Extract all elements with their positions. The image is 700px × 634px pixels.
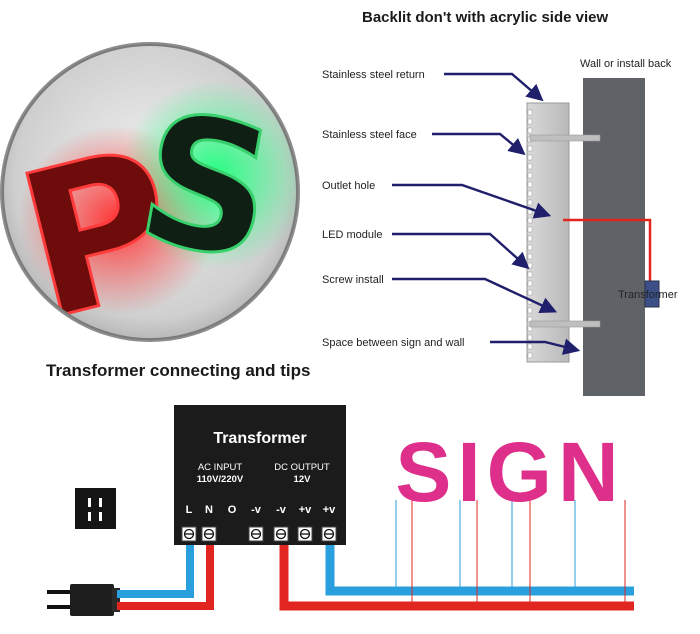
led-tick [527, 226, 533, 233]
power-wire [563, 218, 652, 282]
led-tick [527, 343, 533, 350]
led-tick [527, 244, 533, 251]
dc-output-value: 12V [294, 474, 312, 485]
sign-leads [395, 500, 626, 606]
wire-dc-positive [325, 545, 634, 596]
terminal-screws [181, 526, 337, 542]
ac-input-title: AC INPUT [198, 462, 243, 473]
wire-dc-negative [279, 545, 634, 611]
led-tick [527, 190, 533, 197]
transformer-title: Transformer [213, 430, 306, 447]
led-tick [527, 109, 533, 116]
sign-body [526, 102, 570, 363]
wiring-diagram [47, 405, 634, 616]
transformer-side-label: Transformer [618, 289, 678, 301]
wire-ac-neutral [117, 545, 214, 610]
led-tick [527, 280, 533, 287]
wires [117, 545, 634, 611]
screw-head [323, 528, 335, 540]
callout-outlet-hole: Outlet hole [322, 180, 375, 192]
led-tick [527, 118, 533, 125]
standoff-top [529, 134, 601, 142]
wall [583, 78, 645, 396]
tips-title: Transformer connecting and tips [46, 361, 311, 380]
led-tick [527, 352, 533, 359]
screw-head [275, 528, 287, 540]
letter-s: S [125, 73, 289, 301]
sign-word: SIGN [395, 425, 624, 519]
side-view [392, 72, 660, 396]
dc-output-title: DC OUTPUT [274, 462, 330, 473]
side-view-title: Backlit don't with acrylic side view [362, 9, 609, 26]
callout-screw-install: Screw install [322, 274, 384, 286]
led-tick [527, 154, 533, 161]
transformer-block [644, 280, 660, 308]
led-tick [527, 145, 533, 152]
led-tick [527, 235, 533, 242]
led-tick [527, 271, 533, 278]
led-modules [527, 109, 533, 359]
terminal-label-pos-2: +v [323, 504, 336, 516]
led-tick [527, 181, 533, 188]
callout-led-module: LED module [322, 229, 383, 241]
wall-label: Wall or install back [580, 58, 672, 70]
terminal-label-neg-1: -v [251, 504, 262, 516]
terminal-label-pos-1: +v [299, 504, 312, 516]
screw-head [183, 528, 195, 540]
screw-head [250, 528, 262, 540]
terminal-label-neg-2: -v [276, 504, 287, 516]
wire-ac-line [117, 545, 194, 598]
transformer-box [174, 405, 346, 545]
callout-stainless-face: Stainless steel face [322, 129, 417, 141]
led-tick [527, 262, 533, 269]
callout-stainless-return: Stainless steel return [322, 69, 425, 81]
led-tick [527, 199, 533, 206]
terminal-label-n: N [205, 504, 213, 516]
screw-head [203, 528, 215, 540]
led-tick [527, 217, 533, 224]
led-tick [527, 334, 533, 341]
green-glow [120, 80, 297, 270]
terminal-label-l: L [186, 504, 193, 516]
plug [47, 584, 120, 616]
screw-head [299, 528, 311, 540]
standoff-bottom [529, 320, 601, 328]
terminal-label-ground: O [228, 504, 237, 516]
ac-input-value: 110V/220V [197, 474, 244, 485]
led-tick [527, 127, 533, 134]
led-tick [527, 289, 533, 296]
callout-space-between: Space between sign and wall [322, 337, 464, 349]
wall-socket [75, 488, 116, 529]
led-tick [527, 253, 533, 260]
callout-arrows [392, 72, 581, 355]
sign-photo: P S [0, 42, 300, 342]
led-tick [527, 163, 533, 170]
led-tick [527, 307, 533, 314]
led-tick [527, 172, 533, 179]
